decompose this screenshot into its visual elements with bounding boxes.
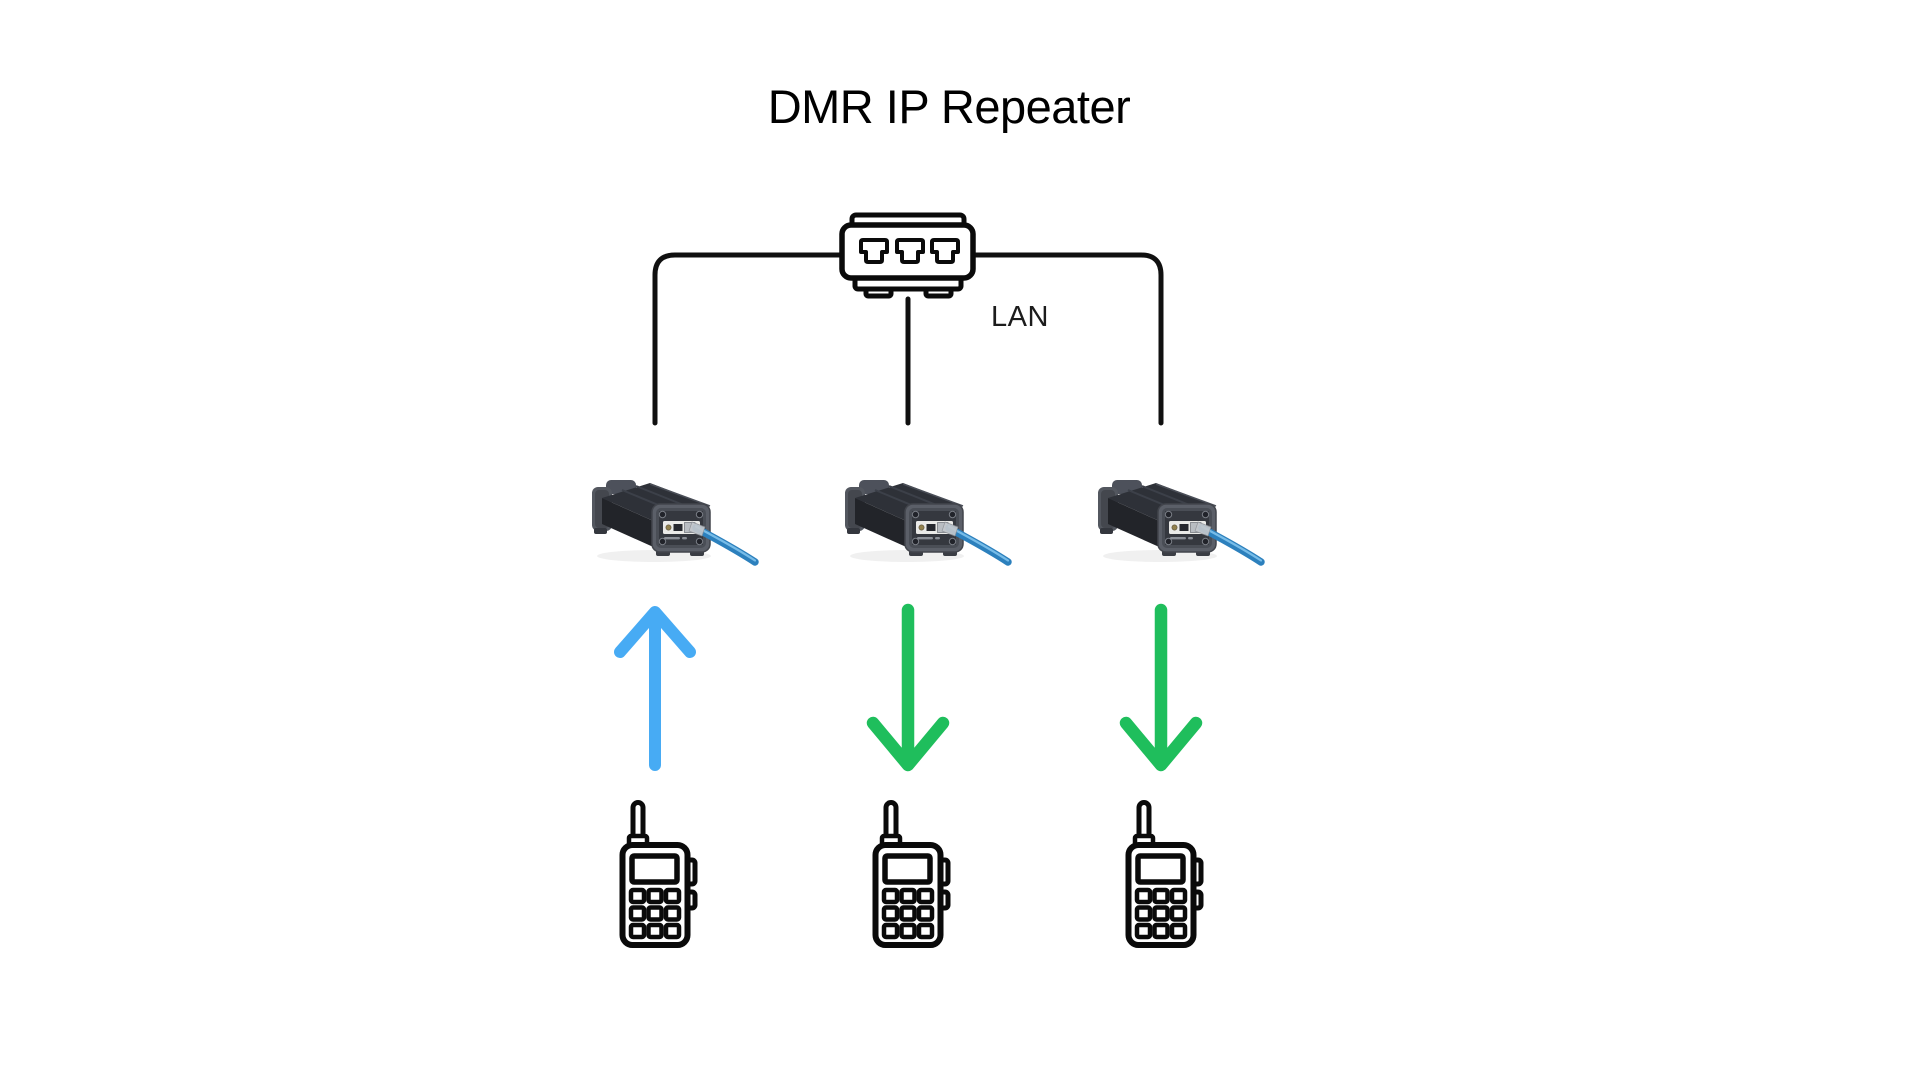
ethernet-port-icon bbox=[859, 238, 889, 264]
ethernet-port-icon bbox=[895, 238, 925, 264]
lan-line-right bbox=[970, 252, 1164, 426]
portable-radio-icon-2 bbox=[876, 803, 949, 946]
network-switch-icon bbox=[839, 212, 976, 299]
portable-radio-icon-3 bbox=[1129, 803, 1202, 946]
repeater-device-image-1 bbox=[592, 480, 755, 562]
repeater-device-image-3 bbox=[1098, 480, 1261, 562]
repeater-device-image-2 bbox=[845, 480, 1008, 562]
downlink-arrow-icon bbox=[866, 603, 950, 772]
lan-label: LAN bbox=[991, 301, 1049, 333]
diagram-title: DMR IP Repeater bbox=[767, 80, 1131, 133]
portable-radio-icon-1 bbox=[623, 803, 696, 946]
lan-line-left bbox=[652, 252, 845, 426]
ethernet-port-icon bbox=[930, 238, 960, 264]
downlink-arrow-icon bbox=[1119, 603, 1203, 772]
uplink-arrow-icon bbox=[614, 606, 696, 771]
